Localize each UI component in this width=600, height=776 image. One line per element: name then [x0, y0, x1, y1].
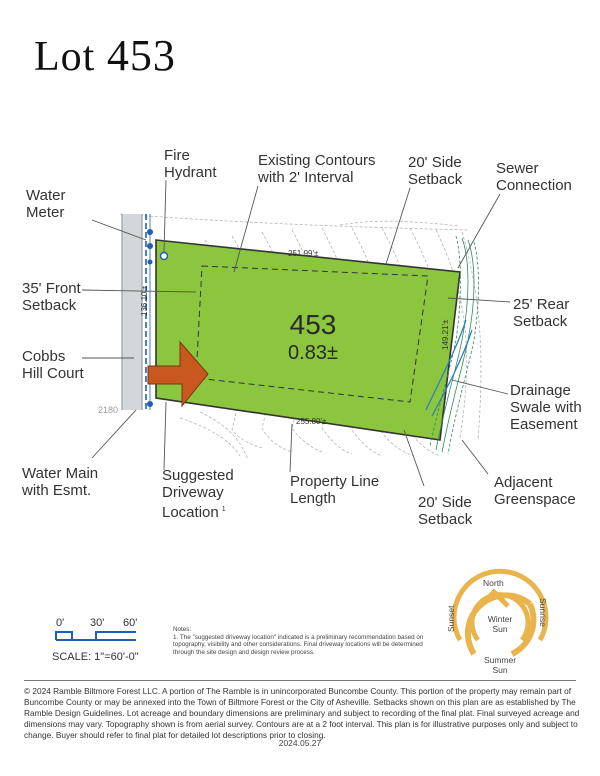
- label-side-setback-bottom: 20' Side Setback: [418, 494, 473, 528]
- water-meter-icon: [147, 229, 153, 235]
- compass-north: North: [483, 578, 504, 588]
- road-cobbs-hill-court: [122, 214, 142, 410]
- plan-date: 2024.05.27: [278, 738, 322, 748]
- scale-tick-30: 30': [90, 617, 105, 629]
- title-prefix: Lot: [34, 34, 96, 80]
- label-rear-setback: 25' Rear Setback: [513, 296, 570, 330]
- dim-left: 136.10'±: [140, 285, 149, 316]
- contour-label: 2180: [98, 405, 119, 415]
- notes-body: 1. The "suggested driveway location" ind…: [173, 633, 424, 656]
- label-front-setback: 35' Front Setback: [22, 280, 81, 314]
- disclaimer: © 2024 Ramble Biltmore Forest LLC. A por…: [24, 686, 580, 740]
- dim-right: 149.21'±: [441, 319, 450, 350]
- sun-compass: [451, 568, 549, 657]
- scale-tick-0: 0': [56, 617, 65, 629]
- sewer-drainage: [425, 235, 479, 455]
- compass-sunrise: Sunrise: [538, 598, 548, 627]
- label-water-meter: Water Meter: [26, 187, 66, 221]
- driveway-footnote-marker: 1: [221, 506, 226, 513]
- label-cobbs-hill-court: Cobbs Hill Court: [22, 348, 84, 382]
- driveway-arrow-icon: [147, 340, 209, 408]
- label-side-setback-top: 20' Side Setback: [408, 154, 463, 188]
- lot-parcel: [155, 239, 461, 441]
- leader-lines: [81, 179, 511, 487]
- north-arrow-icon: [478, 588, 510, 608]
- lot-number-label: 453: [289, 309, 337, 340]
- scale-text: SCALE: 1"=60'-0": [52, 651, 139, 663]
- title-lot-number: 453: [106, 31, 176, 80]
- label-adjacent-greenspace: Adjacent Greenspace: [494, 474, 576, 508]
- compass-winter-sun: Winter Sun: [487, 614, 513, 634]
- fire-hydrant-icon: [159, 251, 169, 261]
- compass-sunset: Sunset: [446, 605, 456, 632]
- scale-tick-60: 60': [123, 617, 138, 629]
- label-property-line: Property Line Length: [290, 473, 380, 507]
- setback-envelope: [195, 265, 429, 403]
- notes-heading: Notes:: [173, 626, 192, 633]
- label-existing-contours: Existing Contours with 2' Interval: [258, 152, 376, 186]
- page-title: Lot 453: [34, 30, 176, 81]
- label-sewer-connection: Sewer Connection: [496, 160, 572, 194]
- dim-top: 251.99'±: [288, 249, 319, 258]
- lot-acreage-label: 0.83±: [288, 342, 338, 364]
- scale-bar: [55, 631, 136, 641]
- label-drainage-swale: Drainage Swale with Easement: [510, 382, 582, 433]
- dim-bottom: 255.80'±: [296, 417, 327, 426]
- notes: Notes: 1. The "suggested driveway locati…: [173, 626, 433, 656]
- label-fire-hydrant: Fire Hydrant: [164, 147, 217, 181]
- compass-summer-sun: Summer Sun: [483, 655, 517, 675]
- label-water-main: Water Main with Esmt.: [22, 465, 99, 499]
- footer-divider: [24, 680, 576, 681]
